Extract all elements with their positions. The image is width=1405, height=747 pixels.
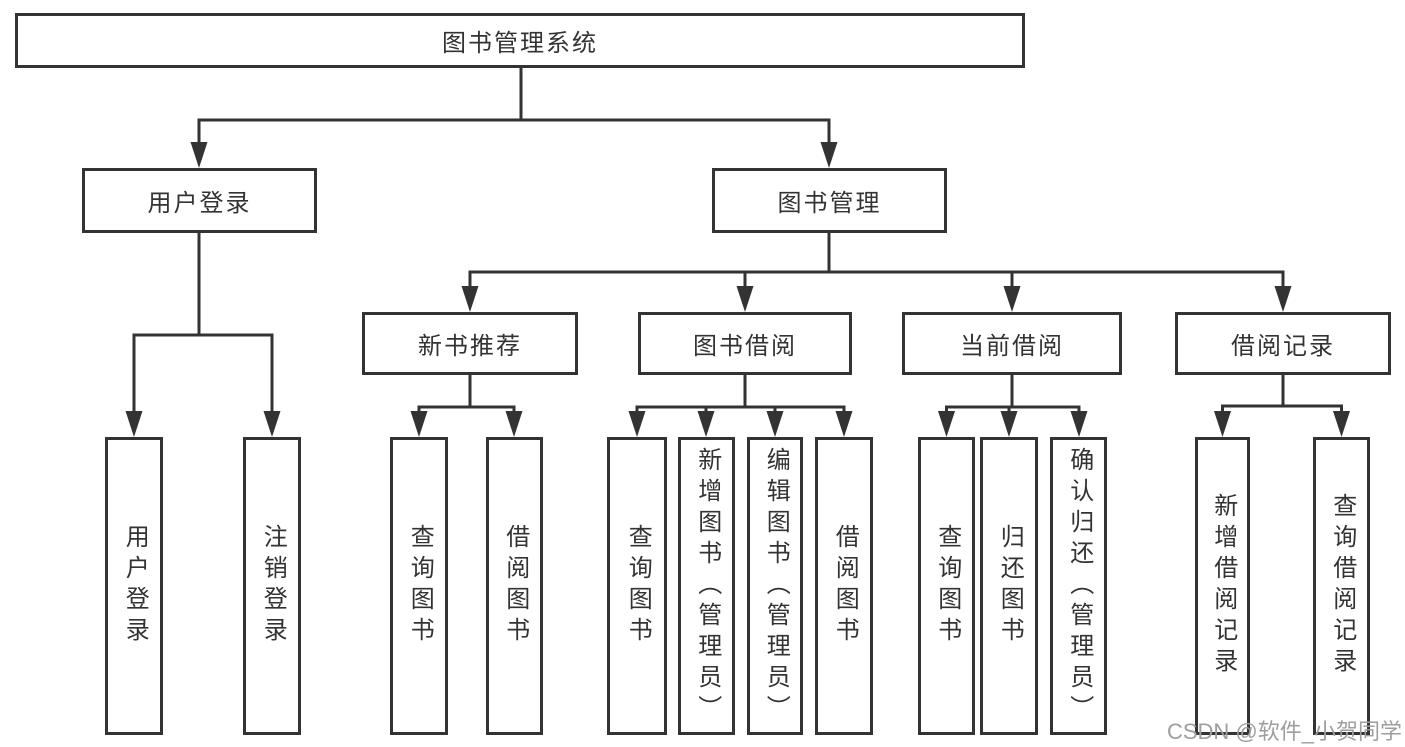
leaf-add-borrow-record: 新增借阅记录 bbox=[1195, 437, 1250, 735]
leaf-query-books-current-label: 查询图书 bbox=[933, 524, 961, 648]
leaf-user-login: 用户登录 bbox=[105, 437, 163, 735]
leaf-query-books-current: 查询图书 bbox=[918, 437, 975, 735]
node-user-login: 用户登录 bbox=[82, 168, 317, 233]
leaf-borrow-books-recommend: 借阅图书 bbox=[486, 437, 543, 735]
leaf-user-login-label: 用户登录 bbox=[121, 524, 149, 648]
connector-current-borrow-to-leaves bbox=[938, 375, 1088, 437]
node-current-borrow: 当前借阅 bbox=[902, 312, 1122, 375]
leaf-borrow-books-borrow: 借阅图书 bbox=[815, 437, 873, 735]
node-new-book-recommend-label: 新书推荐 bbox=[418, 333, 522, 360]
node-book-borrow-label: 图书借阅 bbox=[693, 333, 797, 360]
connector-new-book-recommend-to-leaves bbox=[410, 375, 523, 437]
leaf-edit-book-admin-label: 编辑图书（管理员） bbox=[762, 446, 790, 726]
node-borrow-records-label: 借阅记录 bbox=[1231, 333, 1335, 360]
leaf-edit-book-admin: 编辑图书（管理员） bbox=[747, 437, 803, 735]
node-current-borrow-label: 当前借阅 bbox=[960, 333, 1064, 360]
node-book-management-label: 图书管理 bbox=[777, 190, 882, 217]
node-root: 图书管理系统 bbox=[15, 13, 1025, 68]
connector-root-to-level2 bbox=[190, 68, 838, 168]
connector-book-borrow-to-leaves bbox=[628, 375, 853, 437]
leaf-return-books-label: 归还图书 bbox=[996, 524, 1024, 648]
connector-book-management-to-level3 bbox=[461, 233, 1292, 312]
leaf-logout-login-label: 注销登录 bbox=[259, 524, 287, 648]
node-root-label: 图书管理系统 bbox=[442, 30, 598, 57]
leaf-logout-login: 注销登录 bbox=[243, 437, 301, 735]
leaf-query-books-recommend: 查询图书 bbox=[390, 437, 448, 735]
connector-user-login-to-leaves bbox=[125, 233, 281, 437]
leaf-add-borrow-record-label: 新增借阅记录 bbox=[1209, 493, 1237, 679]
node-book-borrow: 图书借阅 bbox=[638, 312, 852, 375]
leaf-add-book-admin: 新增图书（管理员） bbox=[678, 437, 735, 735]
leaf-add-book-admin-label: 新增图书（管理员） bbox=[693, 446, 721, 726]
leaf-confirm-return-admin: 确认归还（管理员） bbox=[1050, 437, 1107, 735]
leaf-query-borrow-record-label: 查询借阅记录 bbox=[1328, 493, 1356, 679]
node-book-management: 图书管理 bbox=[712, 168, 947, 233]
leaf-query-borrow-record: 查询借阅记录 bbox=[1313, 437, 1370, 735]
node-borrow-records: 借阅记录 bbox=[1175, 312, 1391, 375]
leaf-borrow-books-recommend-label: 借阅图书 bbox=[501, 524, 529, 648]
leaf-query-books-borrow-label: 查询图书 bbox=[624, 524, 652, 648]
connector-borrow-records-to-leaves bbox=[1214, 375, 1350, 437]
leaf-borrow-books-borrow-label: 借阅图书 bbox=[831, 524, 859, 648]
watermark: CSDN @软件_小贺同学 bbox=[1166, 719, 1402, 744]
leaf-return-books: 归还图书 bbox=[980, 437, 1038, 735]
leaf-query-books-borrow: 查询图书 bbox=[607, 437, 667, 735]
leaf-query-books-recommend-label: 查询图书 bbox=[406, 524, 434, 648]
leaf-confirm-return-admin-label: 确认归还（管理员） bbox=[1065, 446, 1093, 726]
node-user-login-label: 用户登录 bbox=[147, 190, 252, 217]
node-new-book-recommend: 新书推荐 bbox=[362, 312, 578, 375]
